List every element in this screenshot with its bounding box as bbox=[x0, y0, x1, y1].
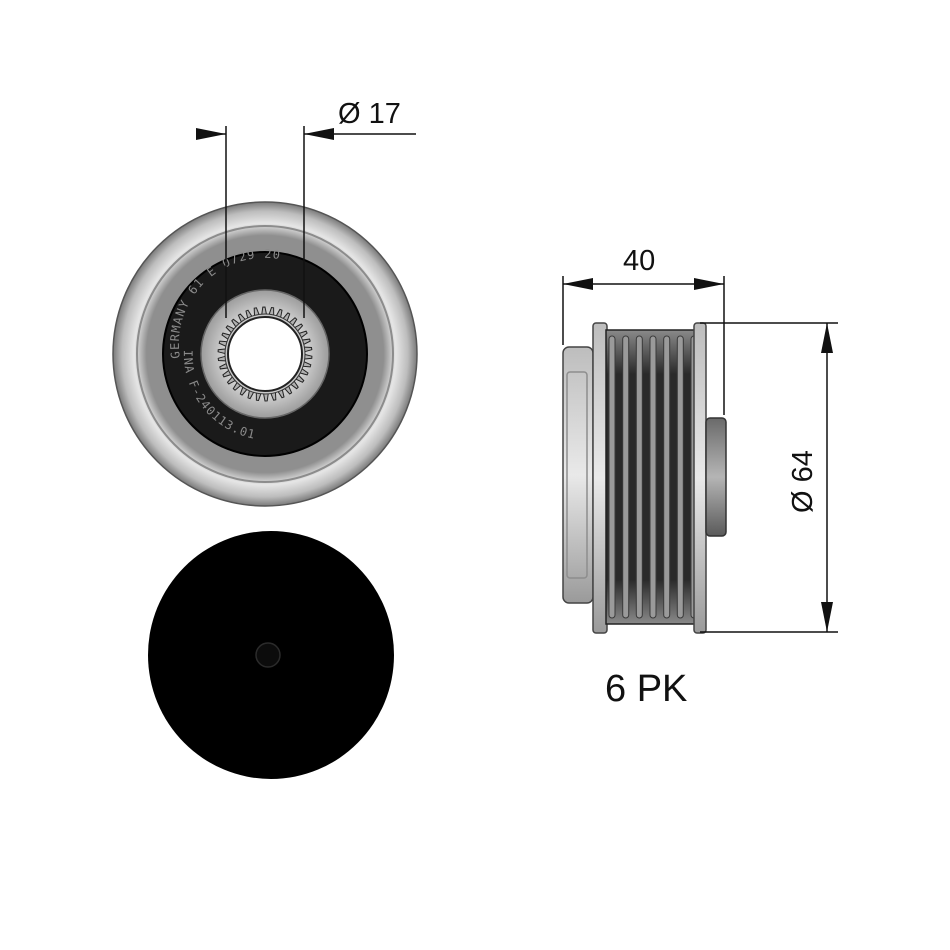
groove-ribs bbox=[608, 335, 698, 619]
front-view: GERMANY 61 E 0729 20 INA F-240113.01 bbox=[112, 201, 418, 507]
groove-rib bbox=[635, 335, 643, 619]
outer-diameter-label: Ø 64 bbox=[787, 450, 819, 513]
bore-diameter-dimension bbox=[196, 126, 416, 318]
profile-label: 6 PK bbox=[605, 668, 687, 710]
side-view bbox=[562, 322, 727, 634]
width-dimension bbox=[562, 276, 725, 415]
hub-left-cap-face bbox=[566, 371, 588, 579]
left-flange bbox=[592, 322, 608, 634]
groove-rib bbox=[622, 335, 630, 619]
center-bore bbox=[227, 316, 303, 392]
cap-center-dimple bbox=[255, 642, 281, 668]
protective-cap bbox=[148, 531, 394, 779]
groove-rib bbox=[649, 335, 657, 619]
width-label: 40 bbox=[623, 245, 655, 277]
bore-diameter-label: Ø 17 bbox=[338, 98, 401, 130]
groove-rib bbox=[676, 335, 684, 619]
hub-stub bbox=[705, 417, 727, 537]
housing-inner-edge bbox=[136, 225, 394, 483]
groove-rib bbox=[663, 335, 671, 619]
groove-rib bbox=[608, 335, 616, 619]
outer-diameter-dimension bbox=[700, 322, 838, 633]
right-flange bbox=[693, 322, 707, 634]
